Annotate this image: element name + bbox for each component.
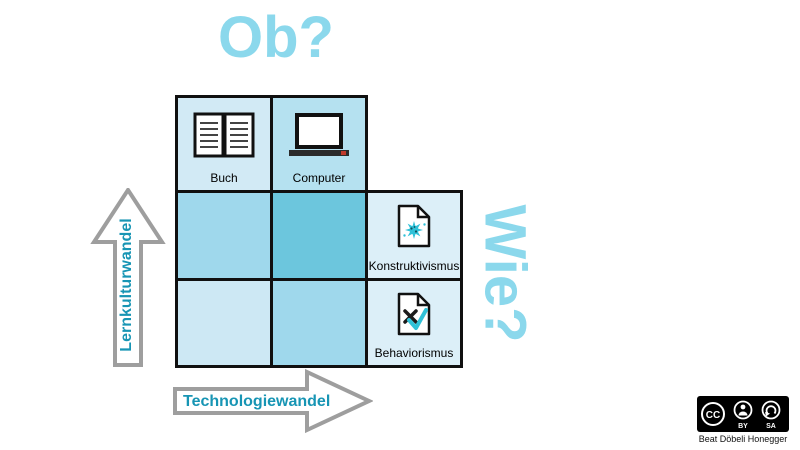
cell-konstruktivismus-label: Konstruktivismus [368, 259, 460, 273]
cell-buch: Buch [175, 95, 273, 193]
title-wie: Wie? [472, 204, 538, 343]
cc-text: CC [706, 410, 720, 421]
cell-behaviorismus-label: Behaviorismus [374, 346, 454, 360]
cc-license-badge: CC BY SA [697, 396, 789, 432]
sa-text: SA [766, 423, 776, 430]
horizontal-axis-label: Technologiewandel [183, 393, 331, 410]
up-arrow [90, 188, 166, 367]
paint-splat-document-icon [368, 193, 460, 259]
cell-konstruktivismus: Konstruktivismus [365, 190, 463, 281]
by-text: BY [738, 423, 748, 430]
cell-computer: Computer [270, 95, 368, 193]
cc-logo-icon: CC [701, 402, 725, 426]
book-icon [178, 98, 270, 171]
by-person-icon: BY [733, 400, 753, 430]
cell-middle-center [270, 190, 368, 281]
attribution-text: Beat Döbeli Honegger [698, 434, 788, 444]
check-cross-document-icon [368, 281, 460, 346]
cell-computer-label: Computer [292, 171, 346, 185]
cell-middle-left [175, 190, 273, 281]
laptop-icon [273, 98, 365, 171]
vertical-axis-label: Lernkulturwandel [118, 218, 135, 352]
sa-arrow-icon: SA [761, 400, 781, 430]
right-arrow [173, 368, 373, 434]
title-ob: Ob? [218, 5, 334, 70]
cell-buch-label: Buch [210, 171, 238, 185]
cell-behaviorismus: Behaviorismus [365, 278, 463, 368]
cell-bottom-center [270, 278, 368, 368]
cell-bottom-left [175, 278, 273, 368]
